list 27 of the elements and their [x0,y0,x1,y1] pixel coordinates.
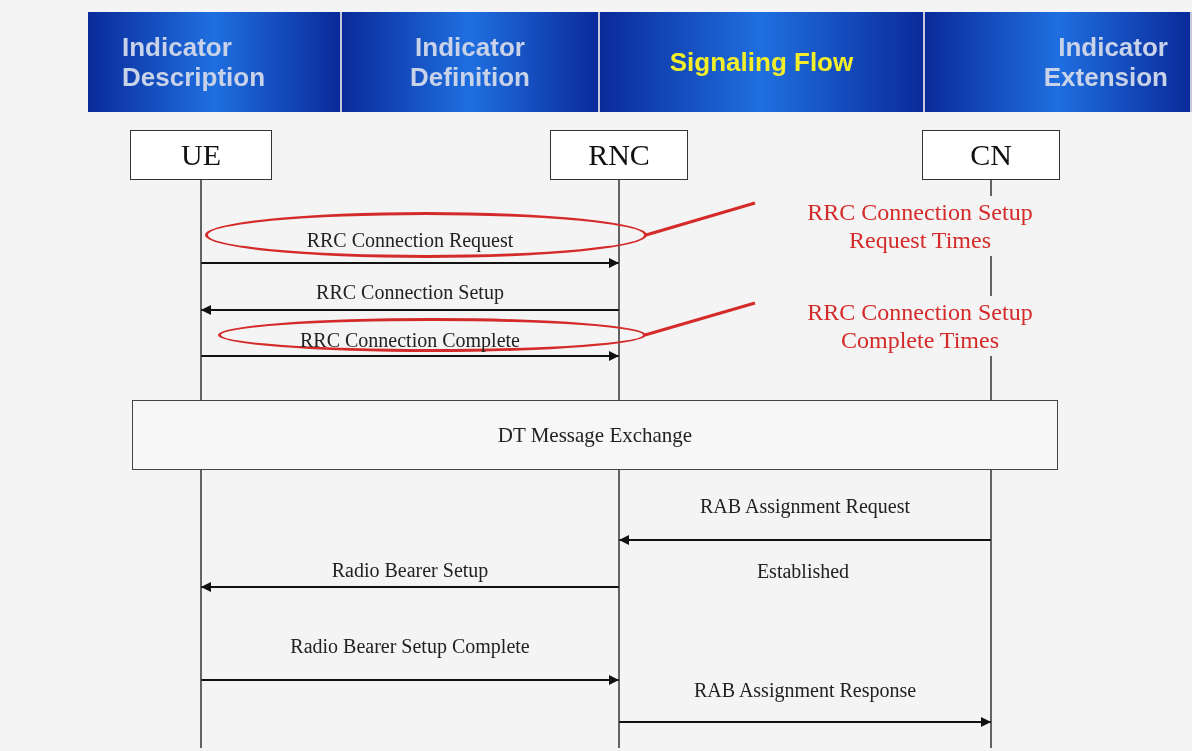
message-arrow [200,582,620,592]
leader-line [645,201,756,237]
edge-label: RAB Assignment Request [700,494,910,518]
highlight-ellipse [205,212,647,258]
leader-line [644,301,756,337]
edge-label: RRC Connection Request [306,228,514,252]
edge-label: Radio Bearer Setup Complete [290,634,530,658]
edge-label: RRC Connection Complete [300,328,520,352]
edge-label: RAB Assignment Response [693,678,917,702]
entity-box: UE [130,130,272,180]
message-arrow [618,717,992,727]
message-arrow [200,305,620,315]
menu-tab: Indicator Definition [342,12,600,112]
process-bar: DT Message Exchange [132,400,1058,470]
entity-box: RNC [550,130,688,180]
highlight-ellipse [218,318,646,352]
message-arrow [200,258,620,268]
edge-label: Radio Bearer Setup [331,558,489,582]
menu-tab: Indicator Description [88,12,342,112]
menu-tab: Indicator Extension [925,12,1192,112]
message-arrow [618,535,992,545]
note-text: Established [756,559,850,583]
menu-tab: Signaling Flow [600,12,925,112]
edge-label: RRC Connection Setup [316,280,504,304]
message-arrow [200,675,620,685]
entity-box: CN [922,130,1060,180]
message-arrow [200,351,620,361]
